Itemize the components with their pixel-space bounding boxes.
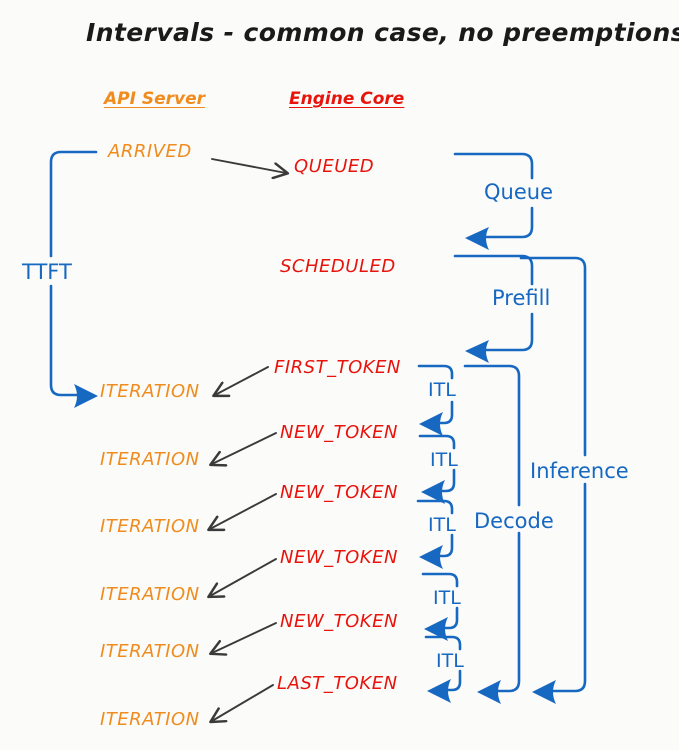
state-new-token-3: NEW_TOKEN — [280, 547, 398, 568]
bracket-decode-bottom — [495, 531, 521, 693]
page-title: Intervals - common case, no preemptions — [86, 18, 679, 47]
interval-label-itl-5: ITL — [436, 650, 464, 672]
bracket-inference — [519, 256, 587, 693]
bracket-itl-3 — [416, 499, 454, 558]
bracket-prefill-bottom — [481, 312, 534, 352]
bracket-queue-bottom — [481, 206, 534, 239]
bracket-queue — [453, 152, 534, 239]
bracket-decode — [463, 364, 521, 693]
state-scheduled: SCHEDULED — [280, 256, 396, 277]
bracket-decode-top — [463, 364, 521, 507]
arrowhead-prefill — [465, 340, 489, 363]
interval-label-queue: Queue — [484, 180, 553, 204]
arrow-first-token-to-iteration-1 — [215, 366, 269, 395]
bracket-ttft-bottom — [49, 284, 80, 397]
bracket-itl-4-bottom — [441, 606, 459, 630]
interval-label-inference: Inference — [530, 459, 629, 483]
state-queued: QUEUED — [294, 156, 375, 177]
arrow-new-token-1-to-iteration-2 — [212, 432, 277, 464]
interval-label-itl-1: ITL — [428, 379, 456, 401]
arrowhead-itl-5 — [427, 679, 451, 703]
bracket-itl-5 — [424, 635, 462, 692]
state-iteration-1: ITERATION — [100, 381, 200, 402]
bracket-itl-2-top — [418, 434, 456, 450]
bracket-itl-3-top — [416, 499, 454, 515]
state-iteration-3: ITERATION — [100, 516, 200, 537]
state-iteration-4: ITERATION — [100, 584, 200, 605]
arrow-new-token-4-to-iteration-5 — [212, 622, 277, 653]
bracket-itl-5-top — [424, 635, 462, 651]
bracket-itl-5-bottom — [444, 669, 462, 692]
bracket-itl-2-bottom — [438, 468, 456, 493]
bracket-queue-top — [453, 152, 534, 180]
interval-label-itl-4: ITL — [433, 587, 461, 609]
arrowhead-inference — [532, 680, 556, 704]
arrowhead-itl-2 — [421, 480, 445, 504]
bracket-prefill — [453, 254, 534, 352]
state-iteration-6: ITERATION — [100, 709, 200, 730]
arrow-last-token-to-iteration-6 — [212, 684, 274, 721]
interval-label-prefill: Prefill — [492, 286, 551, 310]
state-last-token: LAST_TOKEN — [277, 673, 398, 694]
bracket-itl-1 — [417, 364, 454, 425]
bracket-itl-1-top — [417, 364, 454, 380]
state-iteration-2: ITERATION — [100, 449, 200, 470]
state-iteration-5: ITERATION — [100, 641, 200, 662]
bracket-inference-bottom — [550, 482, 587, 693]
arrowhead-itl-3 — [419, 545, 443, 569]
bracket-itl-4-top — [421, 572, 459, 588]
arrowhead-itl-1 — [419, 412, 443, 436]
state-new-token-4: NEW_TOKEN — [280, 611, 398, 632]
arrow-new-token-3-to-iteration-4 — [210, 558, 277, 596]
arrow-arrived-to-queued — [211, 158, 286, 173]
arrowhead-queue — [465, 227, 489, 250]
interval-label-decode: Decode — [474, 509, 554, 533]
arrowhead-decode — [477, 680, 501, 704]
interval-label-ttft: TTFT — [22, 260, 72, 284]
bracket-itl-2 — [418, 434, 456, 493]
bracket-inference-top — [519, 256, 587, 457]
state-new-token-1: NEW_TOKEN — [280, 422, 398, 443]
state-new-token-2: NEW_TOKEN — [280, 482, 398, 503]
bracket-itl-4 — [421, 572, 459, 630]
state-first-token: FIRST_TOKEN — [274, 357, 401, 378]
arrow-new-token-2-to-iteration-3 — [210, 493, 277, 529]
interval-label-itl-3: ITL — [428, 514, 456, 536]
bracket-ttft — [49, 150, 98, 397]
state-arrived: ARRIVED — [108, 141, 192, 162]
bracket-itl-3-bottom — [436, 533, 454, 558]
arrowhead-ttft — [74, 384, 98, 408]
interval-label-itl-2: ITL — [430, 449, 458, 471]
bracket-itl-1-bottom — [436, 400, 454, 425]
column-header-engine-core: Engine Core — [289, 89, 405, 109]
bracket-prefill-top — [453, 254, 534, 286]
column-header-api-server: API Server — [104, 89, 206, 109]
black-transition-arrows — [210, 158, 286, 721]
arrowhead-itl-4 — [424, 617, 448, 641]
bracket-ttft-top — [49, 150, 98, 258]
